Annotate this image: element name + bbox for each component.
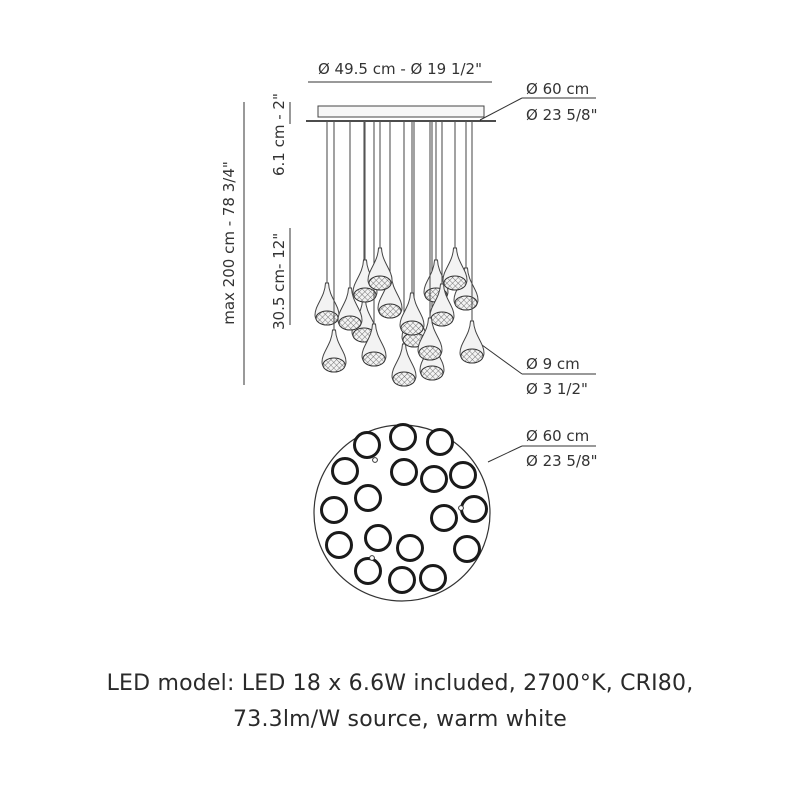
pendant-height-label: 30.5 cm- 12"	[270, 233, 288, 330]
plan-lamp-group	[320, 423, 488, 594]
plan-lamp-circle	[354, 557, 382, 585]
plan-lamp-circle	[449, 461, 477, 489]
plan-lamp-circle	[460, 495, 488, 523]
plan-lamp-circle	[430, 504, 458, 532]
pendant-lamp	[459, 121, 485, 364]
pendant-lamp	[337, 121, 363, 331]
pendant-lamp	[367, 121, 393, 291]
top-width-label: Ø 49.5 cm - Ø 19 1/2"	[318, 60, 482, 78]
plan-diameter-in-label: Ø 23 5/8"	[526, 452, 597, 470]
plan-lamp-circle	[396, 534, 424, 562]
pendant-diameter-in-label: Ø 3 1/2"	[526, 380, 588, 398]
plan-lamp-circle	[390, 458, 418, 486]
dimension-lines	[243, 81, 596, 463]
plan-lamp-circle	[320, 496, 348, 524]
pendant-lamp	[377, 121, 403, 319]
pendant-lamp	[361, 121, 387, 367]
pendant-lamp	[314, 121, 340, 326]
plan-lamp-circle	[389, 423, 417, 451]
pendant-diameter-cm-label: Ø 9 cm	[526, 355, 580, 373]
canopy-diameter-in-label: Ø 23 5/8"	[526, 106, 597, 124]
plan-fixing-point	[369, 555, 375, 561]
pendant-lamp	[417, 121, 443, 361]
pendant-lamp	[429, 121, 455, 327]
plan-lamp-circle	[453, 535, 481, 563]
canopy-plate	[317, 105, 485, 118]
plan-lamp-circle	[420, 465, 448, 493]
plan-fixing-point	[372, 457, 378, 463]
plan-lamp-circle	[388, 566, 416, 594]
plan-lamp-circle	[426, 428, 454, 456]
pendant-lamp	[352, 121, 378, 303]
pendant-group	[314, 121, 485, 387]
pendant-lamp	[321, 121, 347, 373]
plan-diameter-cm-label: Ø 60 cm	[526, 427, 589, 445]
plan-lamp-circle	[353, 431, 381, 459]
plan-lamp-circle	[325, 531, 353, 559]
plan-lamp-circle	[354, 484, 382, 512]
pendant-lamp	[442, 121, 468, 291]
plan-lamp-circle	[419, 564, 447, 592]
canopy-diameter-cm-label: Ø 60 cm	[526, 80, 589, 98]
spec-line-1: LED model: LED 18 x 6.6W included, 2700°…	[106, 671, 694, 696]
plan-fixing-point	[458, 505, 464, 511]
spec-line-2: 73.3lm/W source, warm white	[233, 707, 567, 732]
plan-lamp-circle	[364, 524, 392, 552]
canopy-height-label: 6.1 cm - 2"	[270, 93, 288, 176]
plan-lamp-circle	[331, 457, 359, 485]
pendant-lamp	[391, 121, 417, 387]
max-height-label: max 200 cm - 78 3/4"	[220, 161, 238, 325]
pendant-lamp	[399, 121, 425, 336]
